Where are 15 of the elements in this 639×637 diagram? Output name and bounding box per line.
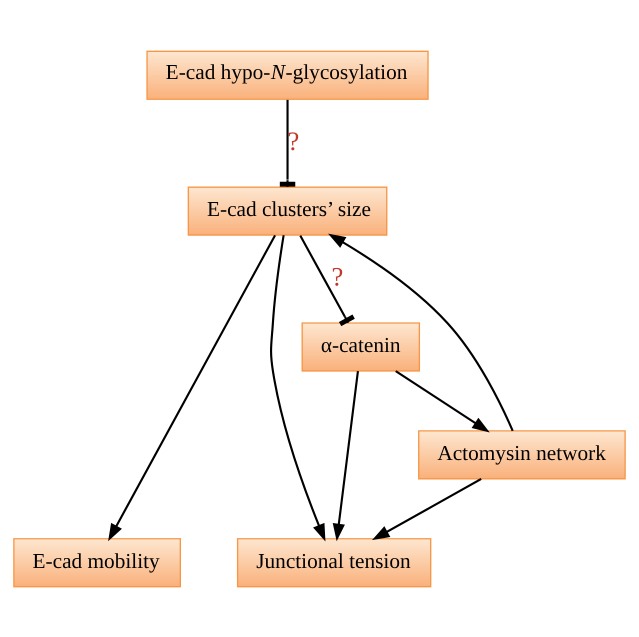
- edge-label: ?: [288, 125, 300, 156]
- arrow: [372, 478, 482, 540]
- arrow: [270, 234, 326, 541]
- connector: [299, 234, 355, 326]
- node-box: E-cad clusters’ size: [188, 186, 388, 236]
- node-box: E-cad hypo-N-glycosylation: [146, 50, 429, 100]
- arrow: [328, 233, 514, 431]
- arrow: [332, 370, 359, 541]
- node-box: Junctional tension: [236, 538, 432, 587]
- node-box: Actomysin network: [418, 430, 626, 479]
- arrow: [395, 370, 490, 432]
- node-box: α-catenin: [302, 322, 420, 372]
- arrow: [108, 234, 276, 541]
- node-box: E-cad mobility: [13, 538, 181, 587]
- edge-label: ?: [331, 261, 344, 292]
